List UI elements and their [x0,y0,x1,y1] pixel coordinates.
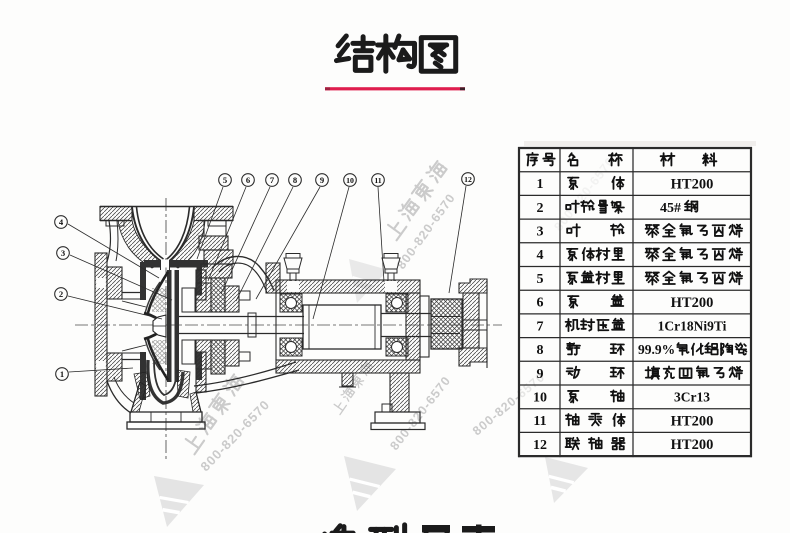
svg-text:3: 3 [61,248,65,258]
svg-text:12: 12 [464,175,472,184]
svg-text:12: 12 [533,438,547,453]
svg-text:5: 5 [223,175,227,185]
svg-text:2: 2 [59,289,63,299]
svg-text:11: 11 [374,176,381,185]
svg-text:6: 6 [246,175,251,185]
svg-text:3: 3 [537,225,544,240]
svg-text:9: 9 [537,367,544,382]
svg-text:8: 8 [537,343,544,358]
svg-text:1Cr18Ni9Ti: 1Cr18Ni9Ti [658,318,727,333]
svg-text:HT200: HT200 [671,176,714,192]
svg-text:4: 4 [59,217,64,227]
svg-text:10: 10 [533,391,547,406]
svg-text:HT200: HT200 [671,413,714,429]
svg-text:HT200: HT200 [671,295,714,311]
svg-text:99.9%: 99.9% [638,342,675,357]
svg-text:11: 11 [533,414,546,429]
svg-text:3Cr13: 3Cr13 [674,390,710,405]
svg-text:1: 1 [537,177,544,192]
svg-text:2: 2 [537,201,544,216]
svg-text:8: 8 [293,175,298,185]
svg-text:4: 4 [537,248,544,263]
svg-text:1: 1 [60,369,64,379]
svg-text:5: 5 [537,272,544,287]
svg-text:HT200: HT200 [671,437,714,453]
svg-text:10: 10 [346,176,354,185]
svg-text:6: 6 [537,296,544,311]
svg-text:7: 7 [537,319,544,334]
svg-text:7: 7 [270,175,275,185]
svg-text:45#: 45# [660,201,681,216]
svg-text:9: 9 [320,175,324,185]
